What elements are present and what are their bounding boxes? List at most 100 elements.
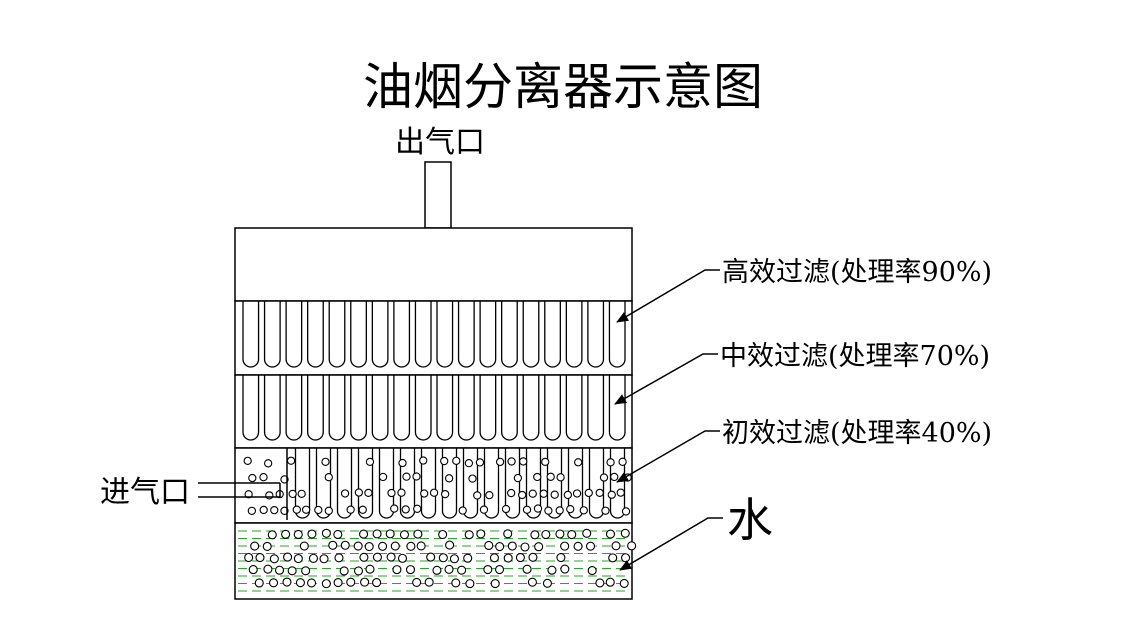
bubble — [587, 566, 597, 576]
filter-fin — [441, 448, 458, 519]
bubble — [378, 541, 388, 551]
filter-fin — [242, 301, 260, 368]
bubble — [534, 542, 544, 552]
bubble — [281, 529, 291, 539]
bubble — [513, 473, 523, 483]
bubble — [627, 541, 637, 551]
high-filter-leader — [616, 269, 720, 323]
water-leader — [619, 517, 723, 571]
bubble — [607, 490, 616, 499]
bubble — [440, 489, 450, 499]
bubble — [321, 528, 331, 538]
bubble — [372, 552, 382, 562]
filter-fin — [457, 375, 475, 441]
bubble — [340, 540, 350, 550]
medium-filter-label: 中效过滤(处理率70%) — [720, 341, 990, 372]
bubble — [328, 540, 338, 550]
filter-fin — [501, 301, 518, 368]
bubble — [248, 565, 258, 575]
bubble — [293, 554, 303, 564]
bubble — [533, 472, 542, 482]
bubble — [515, 552, 525, 563]
filter-fin — [608, 375, 626, 441]
bubble — [274, 565, 285, 575]
bubble — [599, 473, 609, 482]
bubble — [438, 553, 448, 563]
bubble — [483, 564, 493, 575]
bubble — [438, 529, 448, 540]
bubble — [324, 473, 333, 482]
bubble — [416, 541, 426, 551]
bubble — [424, 577, 434, 587]
bubble — [610, 472, 619, 482]
filter-fin — [436, 375, 454, 441]
bubble — [567, 530, 577, 540]
bubble — [353, 541, 363, 551]
bubble — [321, 579, 331, 589]
bubble — [490, 579, 500, 589]
filter-fin — [587, 375, 605, 441]
bubble — [528, 489, 537, 498]
bubble — [364, 541, 374, 552]
bubble — [445, 540, 455, 550]
bubble — [263, 564, 273, 574]
bubble — [286, 456, 296, 465]
bubble — [419, 456, 428, 465]
bubble — [267, 530, 277, 540]
bubble — [353, 566, 364, 576]
primary-filter-leader — [616, 430, 720, 483]
bubble — [560, 541, 570, 551]
bubble — [579, 506, 588, 515]
filter-fin — [242, 375, 260, 441]
bubble — [299, 541, 309, 551]
bubble — [308, 553, 319, 563]
bubble — [495, 541, 505, 552]
upper-chamber — [234, 227, 633, 302]
filter-fin — [285, 301, 303, 368]
bubble — [618, 457, 627, 466]
bubble — [595, 488, 604, 498]
water-layer — [234, 522, 637, 600]
bubble — [307, 578, 317, 588]
filter-fin — [544, 301, 561, 368]
medium-efficiency-filter-layer — [234, 374, 633, 449]
bubble — [307, 529, 317, 539]
filter-fin — [307, 301, 324, 368]
filter-fin — [328, 301, 346, 368]
bubble — [321, 457, 330, 467]
bubble — [412, 472, 421, 481]
bubble — [282, 577, 292, 587]
filter-fin — [479, 301, 497, 368]
bubble — [398, 458, 407, 468]
filter-fin — [414, 375, 432, 441]
primary-filter-layer — [234, 447, 633, 524]
bubble — [364, 488, 373, 498]
bubble — [620, 528, 630, 538]
bubble — [324, 506, 333, 515]
bubble — [621, 553, 631, 563]
bubble — [386, 552, 396, 562]
bubble — [399, 530, 410, 540]
bubble — [288, 489, 297, 499]
bubble — [297, 489, 306, 499]
bubble — [572, 489, 582, 498]
inlet-label: 进气口 — [100, 475, 190, 510]
filter-fin — [393, 301, 411, 368]
bubble — [584, 488, 593, 498]
bubble — [254, 578, 264, 588]
bubble — [378, 472, 388, 482]
bubble — [582, 528, 592, 538]
filter-fin — [522, 301, 540, 368]
bubble — [314, 505, 323, 515]
bubble — [520, 542, 530, 552]
bubble — [372, 529, 382, 539]
bubble — [452, 456, 461, 466]
bubble — [293, 529, 303, 540]
bubble — [539, 489, 548, 498]
bubble — [563, 490, 572, 500]
bubble — [495, 457, 505, 467]
bubble — [346, 577, 356, 587]
bubble — [556, 473, 565, 482]
bubble — [385, 529, 395, 539]
